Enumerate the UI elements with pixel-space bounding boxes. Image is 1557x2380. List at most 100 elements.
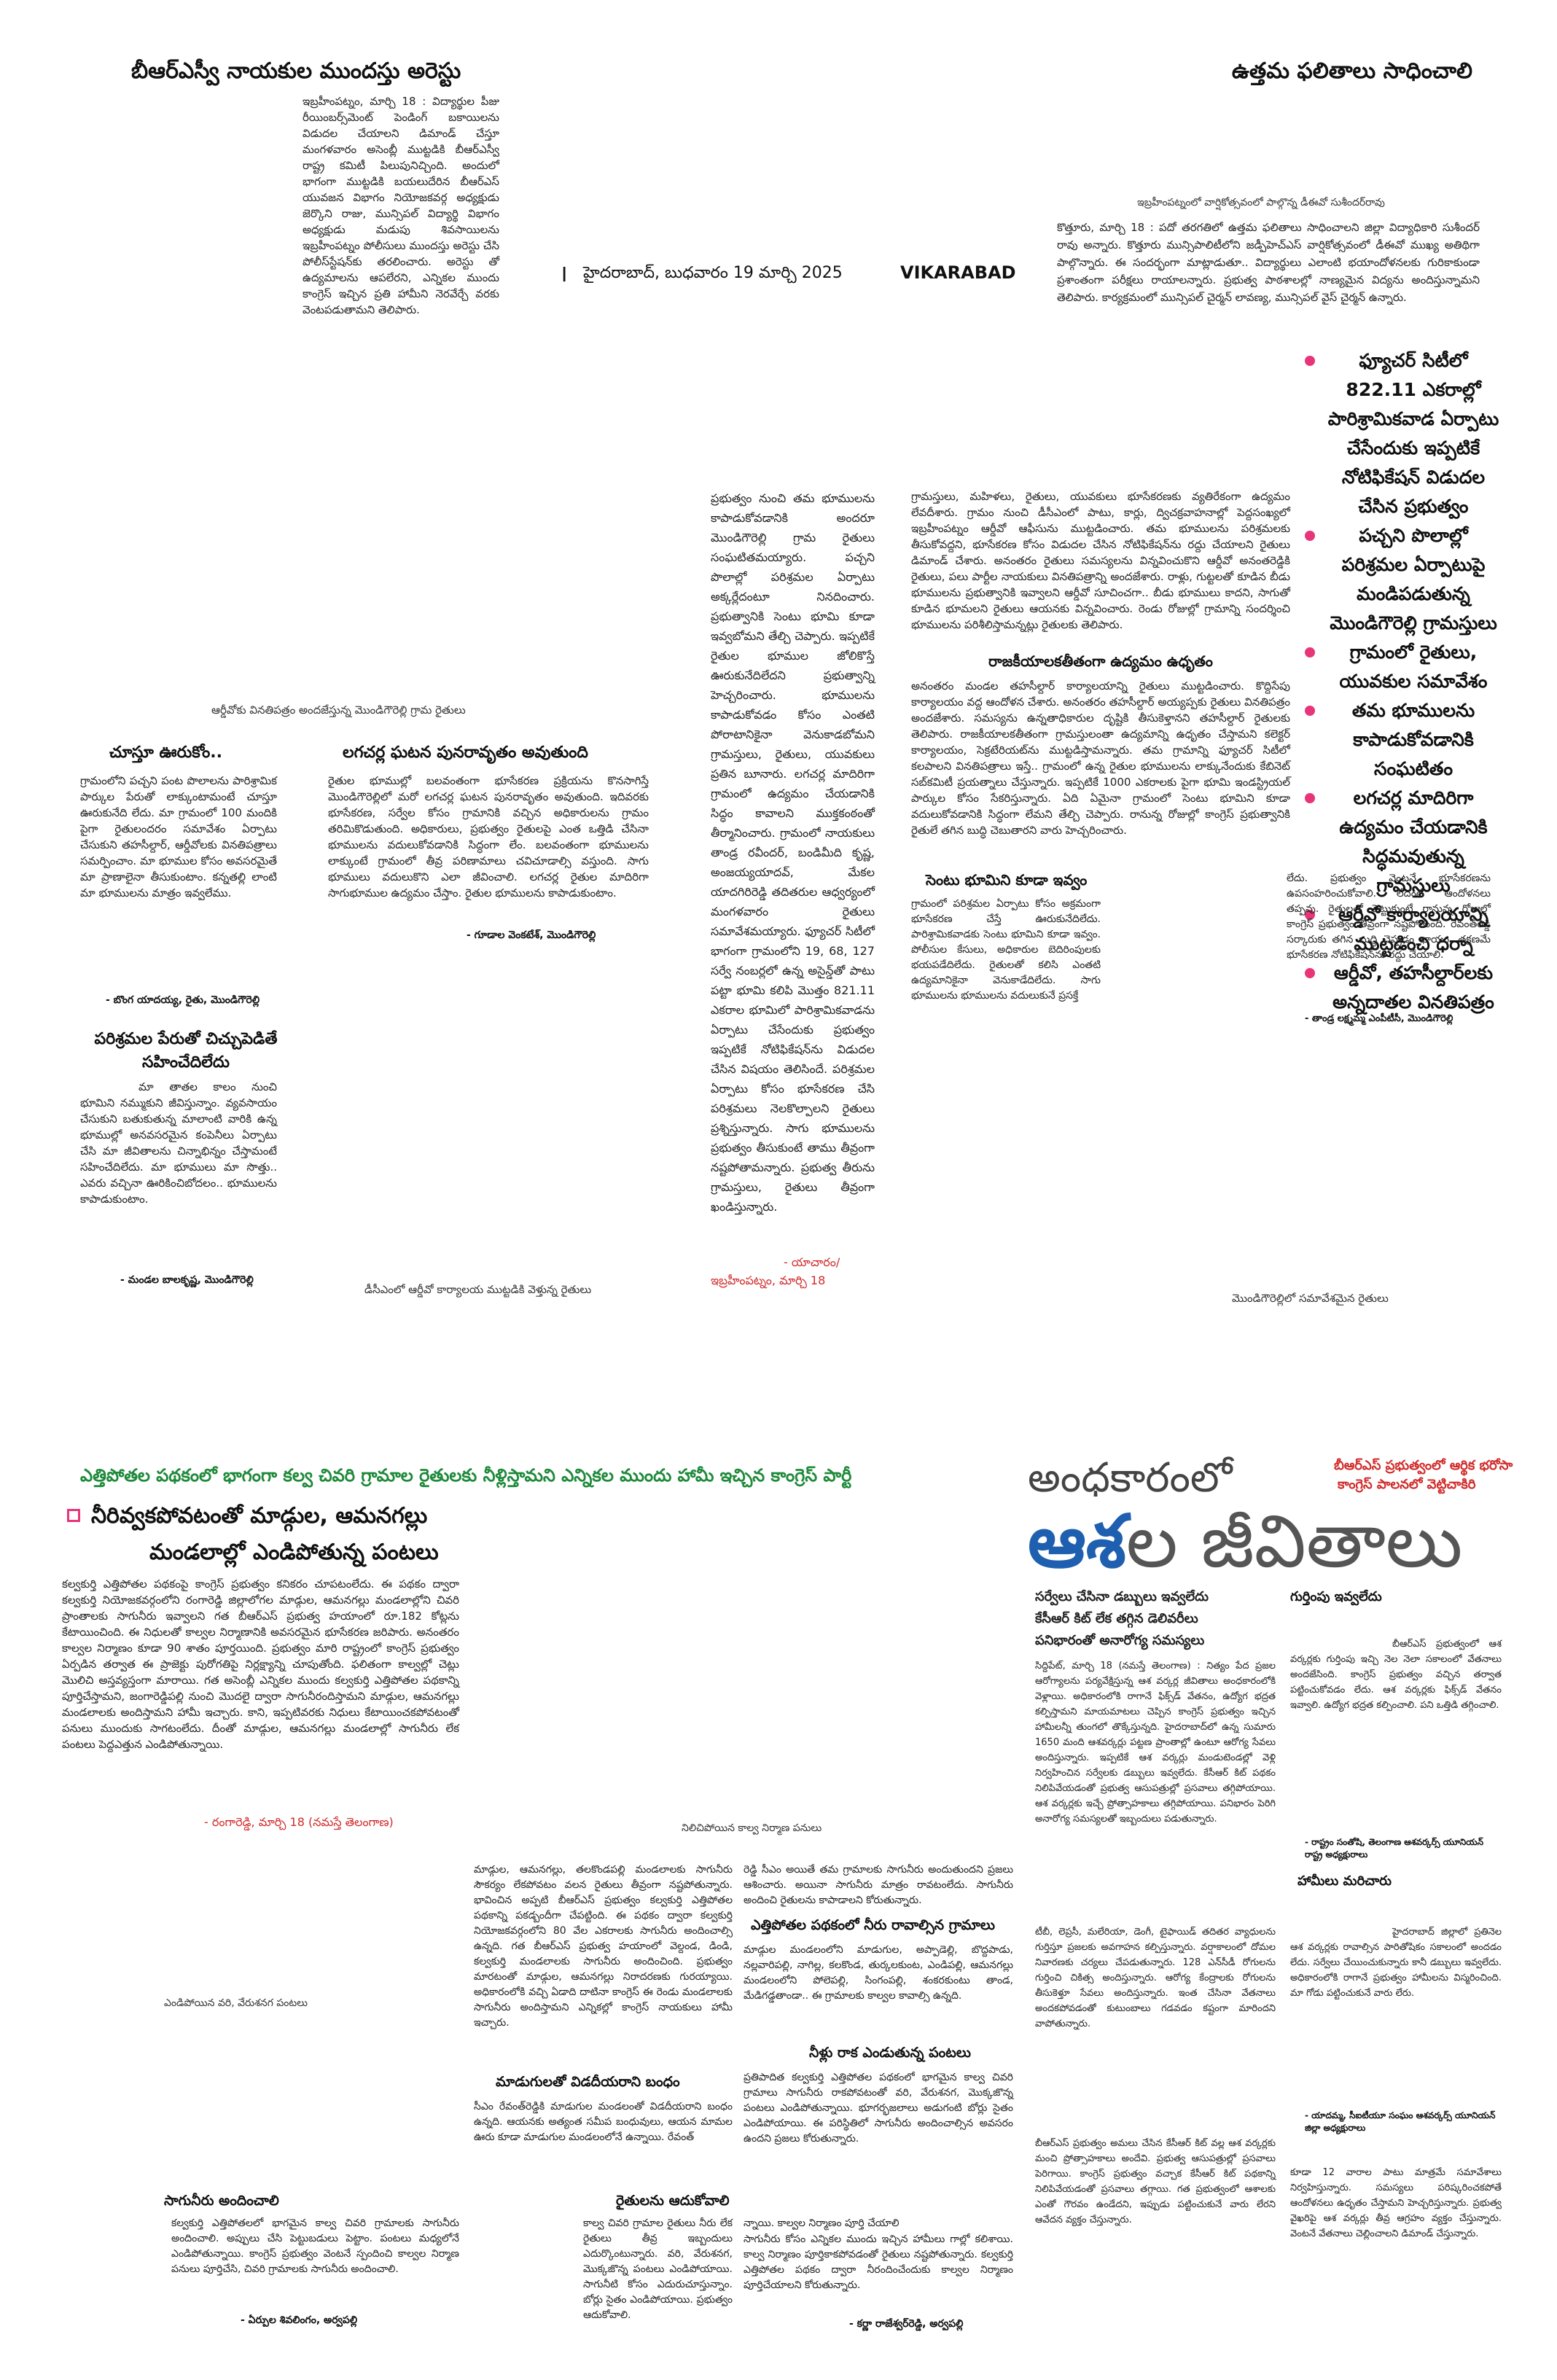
feature-box-1-title: గుర్తింపు ఇవ్వలేదు <box>1290 1589 1382 1604</box>
story-subhead-cent-land: సెంటు భూమిని కూడా ఇవ్వం <box>926 871 1088 889</box>
photo-santoshi <box>1290 1615 1389 1717</box>
banner-headline-kalwakurthy: ఎత్తిపోతల పథకంలో భాగంగా కల్వ చివరి గ్రామ… <box>80 1465 852 1486</box>
feature-box-2-body: హైదరాబాద్ జిల్లాలో ప్రతినెల ఆశ వర్కర్లకు… <box>1290 1927 1502 1999</box>
feature-red-line-1: బీఆర్‌ఎస్ ప్రభుత్వంలో ఆర్థిక భరోసా <box>1334 1458 1513 1473</box>
photo-caption-crops: ఎండిపోయిన వరి, వేరుశనగ పంటలు <box>164 1997 308 2009</box>
feature-title-big-1: ఆశ <box>1028 1499 1126 1584</box>
feature-deck-2: కేసీఆర్ కిట్ లేక తగ్గిన డెలివరీలు <box>1035 1611 1198 1626</box>
photo-balakrishna <box>80 1079 138 1159</box>
photo-ravinder <box>1108 871 1290 1006</box>
feature-title-big: ఆశల జీవితాలు <box>1028 1502 1463 1582</box>
story-body-lagacharla: రైతుల భూముల్లో బలవంతంగా భూసేకరణ ప్రక్రియ… <box>328 774 649 900</box>
story-byline-center-2: ఇబ్రహీంపట్నం, మార్చి 18 <box>711 1273 826 1287</box>
photo-caption-meeting: మొండిగౌరెల్లిలో సమావేశమైన రైతులు <box>1232 1292 1389 1305</box>
feature-title-big-2: ల జీవితాలు <box>1125 1499 1463 1584</box>
feature-red-line-2: కాంగ్రెస్ పాలనలో వెట్టిచాకిరి <box>1338 1477 1476 1492</box>
story-body-help-farmers: కాల్వ చివరి గ్రామాల రైతులు నీరు లేక రైతు… <box>583 2217 733 2321</box>
feature-body-2: టీబీ, లెప్రసీ, మలేరియా, డెంగీ, టైఫాయిడ్ … <box>1035 1927 1276 2029</box>
bullet-item: తమ భూములను కాపాడుకోవడానికి సంఘటితం <box>1305 696 1502 784</box>
story-col-b-2: మాడ్గుల మండలంలోని మాడుగుల, అప్పాడెల్లి, … <box>744 1944 1013 2002</box>
feature-deck-3: పనిభారంతో అనారోగ్య సమస్యలు <box>1035 1633 1205 1648</box>
story-col-c-note: న్నాయి. కాల్వల నిర్మాణం పూర్తి చేయాలి <box>744 2217 900 2229</box>
story-body-arrest: ఇబ్రహీంపట్నం, మార్చి 18 : విద్యార్థుల పీ… <box>303 95 499 316</box>
story-body-wont-watch: గ్రామంలోని పచ్చని పంట పొలాలను పారిశ్రామి… <box>80 774 277 900</box>
sub-headline-line-1: నీరివ్వకపోవటంతో మాడ్గుల, ఆమనగల్లు <box>91 1503 428 1529</box>
photo-farmers-meeting <box>911 1021 1487 1290</box>
bullet-dot-icon <box>1305 356 1315 366</box>
story-subhead-help-farmers: రైతులను ఆదుకోవాలి <box>616 2193 730 2209</box>
feature-box-1-byline: - రాష్ట్రం సంతోషి, తెలంగాణ ఆశవర్కర్స్ యూ… <box>1305 1837 1484 1860</box>
bullet-text: ఆర్డీవో కార్యాలయాన్ని ముట్టడించి ధర్నా <box>1338 904 1488 954</box>
story-body-right-1: గ్రామస్తులు, మహిళలు, రైతులు, యువకులు భూస… <box>911 490 1290 631</box>
story-headline-arrest: బీఆర్‌ఎస్వీ నాయకుల ముందస్తు అరెస్టు <box>131 58 461 84</box>
bullet-list: ఫ్యూచర్ సిటీలో 822.11 ఎకరాల్లో పారిశ్రామ… <box>1305 346 1502 1017</box>
folio-mark: I <box>561 262 568 286</box>
bullet-dot-icon <box>1305 531 1315 541</box>
bullet-text: ఫ్యూచర్ సిటీలో 822.11 ఎకరాల్లో పారిశ్రామ… <box>1327 350 1499 517</box>
bullet-text: ఆర్డీవో, తహసీల్దార్‌లకు అన్నదాతల వినతిపత… <box>1332 962 1494 1013</box>
photo-dcm-rally <box>306 955 685 1276</box>
story-body-results: కొత్తూరు, మార్చి 18 : పదో తరగతిలో ఉత్తమ … <box>1057 221 1480 304</box>
feature-deck-1: సర్వేలు చేసినా డబ్బులు ఇవ్వలేదు <box>1035 1589 1209 1604</box>
feature-body-3: బీఆర్‌ఎస్ ప్రభుత్వం అమలు చేసిన కేసీఆర్ క… <box>1035 2138 1276 2225</box>
photo-farmer-b <box>474 2216 576 2311</box>
photo-dried-crops <box>62 1844 459 2201</box>
square-bullet-icon <box>67 1509 80 1522</box>
bullet-item: ఆర్డీవో కార్యాలయాన్ని ముట్టడించి ధర్నా <box>1305 900 1502 959</box>
photo-yadamma <box>1290 1899 1389 2016</box>
story-byline-center-1: - యాచారం/ <box>784 1255 840 1269</box>
bullet-item: గ్రామంలో రైతులు, యువకుల సమావేశం <box>1305 638 1502 696</box>
bullet-text: గ్రామంలో రైతులు, యువకుల సమావేశం <box>1339 641 1488 692</box>
story-byline-col-c: - కర్ణా రాజేశ్వర్‌రెడ్డి, అర్వపల్లి <box>849 2318 964 2330</box>
photo-arrest <box>131 95 292 313</box>
bullet-dot-icon <box>1305 910 1315 920</box>
story-byline-wont-watch: - బొంగ యాదయ్య, రైతు, మొండిగౌరెల్లి <box>106 994 260 1006</box>
feature-body-1: సిద్దిపేట్, మార్చి 18 (నమస్తే తెలంగాణ) :… <box>1035 1661 1276 1825</box>
story-headline-lagacharla: లగచర్ల ఘటన పునరావృతం అవుతుంది <box>343 744 588 762</box>
bullet-dot-icon <box>1305 968 1315 978</box>
photo-canal-work <box>474 1502 1006 1859</box>
dateline: హైదరాబాద్, బుధవారం 19 మార్చి 2025 <box>583 264 843 282</box>
bullet-text: లగచర్ల మాదిరిగా ఉద్యమం చేయడానికి సిద్ధమవ… <box>1339 787 1488 896</box>
bullet-text: పచ్చని పొలాల్లో పరిశ్రమల ఏర్పాటుపై మండిప… <box>1330 525 1497 633</box>
feature-box-2-title: హామీలు మరిచారు <box>1298 1873 1392 1889</box>
story-col-a-2: సీఎం రేవంత్‌రెడ్డికి మాడుగుల మండలంతో విడ… <box>474 2101 733 2143</box>
story-col-b-subhead: ఎత్తిపోతల పథకంలో నీరు రావాల్సిన గ్రామాలు <box>751 1917 995 1933</box>
story-headline-wont-watch: చూస్తూ ఊరుకోం.. <box>109 744 223 762</box>
story-byline-water: - ఏర్పుల శివలింగం, అర్వపల్లి <box>241 2314 358 2326</box>
story-col-a-subhead: మాడుగులతో విడదీయరాని బంధం <box>496 2074 680 2090</box>
story-col-b: రెడ్డి సీఎం అయితే తమ గ్రామాలకు సాగునీరు … <box>744 1864 1013 1906</box>
photo-deo-event <box>1057 95 1480 197</box>
bullet-text: తమ భూములను కాపాడుకోవడానికి సంఘటితం <box>1351 700 1475 779</box>
photo-caption-petition: ఆర్డీవోకు వినతిపత్రం అందజేస్తున్న మొండిగ… <box>211 703 466 717</box>
lead-story-body: కల్వకుర్తి ఎత్తిపోతల పథకంపై కాంగ్రెస్ ప్… <box>62 1577 459 1751</box>
story-byline-industry: - మండల బాలకృష్ణ, మొండిగౌరెల్లి <box>120 1274 254 1286</box>
story-col-c-4: సాగునీరు కోసం ఎన్నికల ముందు ఇచ్చిన హామీల… <box>744 2233 1013 2291</box>
story-headline-industry: పరిశ్రమల పేరుతో చిచ్చుపెడితే సహించేదిలేద… <box>94 1030 278 1072</box>
story-byline-lagacharla: - గూడాల వెంకటేశ్, మొండిగౌరెల్లి <box>467 929 596 941</box>
photo-caption-canal: నిలిచిపోయిన కాల్వ నిర్మాణ పనులు <box>682 1822 822 1834</box>
bullet-item: ఆర్డీవో, తహసీల్దార్‌లకు అన్నదాతల వినతిపత… <box>1305 959 1502 1017</box>
bullet-dot-icon <box>1305 647 1315 658</box>
story-body-right-2: అనంతరం మండల తహసీల్దార్ కార్యాలయాన్ని రైత… <box>911 679 1290 837</box>
story-body-water: కల్వకుర్తి ఎత్తిపోతలలో భాగమైన కాల్వ చివర… <box>171 2217 459 2275</box>
bullet-item: ఫ్యూచర్ సిటీలో 822.11 ఎకరాల్లో పారిశ్రామ… <box>1305 346 1502 521</box>
story-body-center: ప్రభుత్వం నుంచి తమ భూములను కాపాడుకోవడాని… <box>711 491 875 1214</box>
sub-headline-line-2: మండలాల్లో ఎండిపోతున్న పంటలు <box>149 1540 439 1565</box>
story-subhead-water: సాగునీరు అందించాలి <box>164 2193 279 2209</box>
story-col-b-3: ప్రతిపాదిత కల్వకుర్తి ఎత్తిపోతల పథకంలో భ… <box>744 2072 1013 2145</box>
photo-petition <box>73 321 671 700</box>
story-body-right-4: లేదు. ప్రభుత్వం వెంటనే భూసేకరణను ఉపసంహరి… <box>1287 873 1491 961</box>
feature-body-4: కూడా 12 వారాల పాటు మాత్రమే సమావేశాలు నిర… <box>1290 2167 1502 2239</box>
photo-caption-deo: ఇబ్రహీంపట్నంలో వార్షికోత్సవంలో పాల్గొన్న… <box>1137 197 1385 208</box>
story-col-b-subhead-2: నీళ్లు రాక ఎండుతున్న పంటలు <box>809 2045 971 2061</box>
story-headline-results: ఉత్తమ ఫలితాలు సాధించాలి <box>1231 58 1472 84</box>
feature-box-2-byline: - యాదమ్మ, సీఐటీయూ సంఘం ఆశవర్కర్స్ యూనియన… <box>1305 2110 1496 2133</box>
bullet-item: లగచర్ల మాదిరిగా ఉద్యమం చేయడానికి సిద్ధమవ… <box>1305 784 1502 900</box>
story-body-industry: మా తాతల కాలం నుంచి భూమిని నమ్ముకుని జీవి… <box>80 1080 277 1206</box>
feature-title-small: అంధకారంలో <box>1028 1454 1233 1502</box>
bullet-item: పచ్చని పొలాల్లో పరిశ్రమల ఏర్పాటుపై మండిప… <box>1305 521 1502 638</box>
story-subhead-political: రాజకీయాలకతీతంగా ఉద్యమం ఉధృతం <box>988 652 1213 670</box>
section-name: VIKARABAD <box>900 262 1016 283</box>
story-body-right-3: గ్రామంలో పరిశ్రమల ఏర్పాటు కోసం అక్రమంగా … <box>911 898 1101 1002</box>
